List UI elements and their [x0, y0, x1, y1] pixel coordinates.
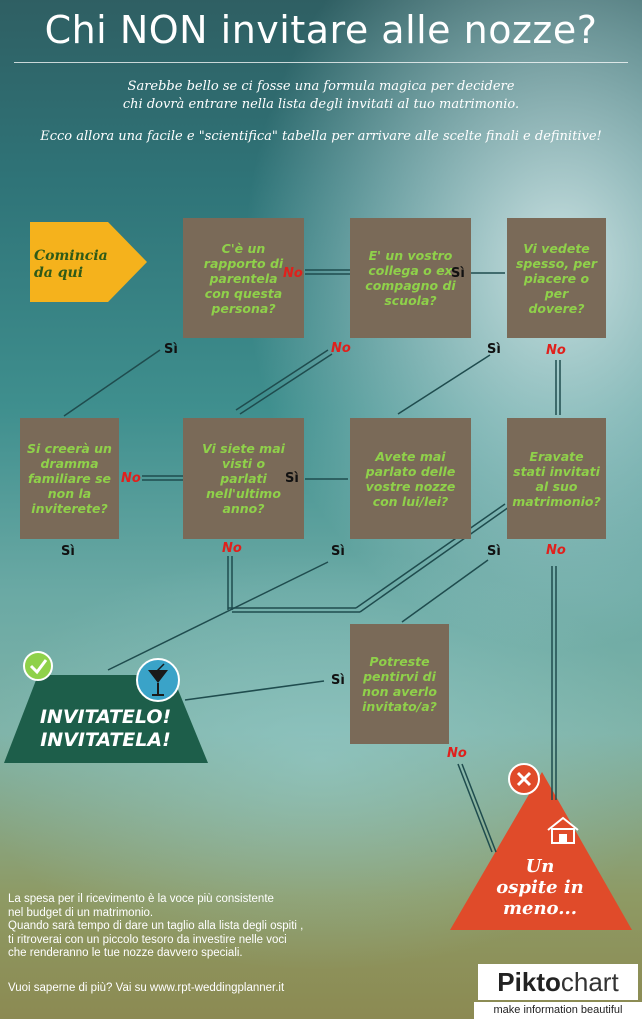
intro-line-1: Sarebbe bello se ci fosse una formula ma…	[127, 79, 515, 94]
footer-link[interactable]: Vuoi saperne di più? Vai su www.rpt-wedd…	[8, 982, 285, 994]
label-no: No	[546, 343, 566, 358]
label-yes: Sì	[487, 544, 501, 559]
label-yes: Sì	[487, 342, 501, 357]
label-no: No	[283, 266, 303, 281]
logo-part-2: chart	[560, 966, 619, 997]
label-no: No	[121, 471, 141, 486]
page-title: Chi NON invitare alle nozze?	[44, 8, 598, 52]
minus-outcome: Un ospite in meno...	[496, 856, 584, 919]
question-vedete: Vi vedete spesso, per piacere o per dove…	[507, 218, 606, 338]
label-no: No	[546, 543, 566, 558]
brand-tagline: make information beautiful	[474, 1002, 642, 1019]
logo-part-1: Pikto	[497, 966, 561, 997]
question-collega: E' un vostro collega o ex compagno di sc…	[350, 218, 471, 338]
start-label: Comincia da qui	[34, 248, 108, 281]
label-no: No	[447, 746, 467, 761]
house-icon	[547, 816, 579, 844]
minus-shape	[450, 772, 632, 930]
label-yes: Sì	[451, 266, 465, 281]
label-yes: Sì	[285, 471, 299, 486]
footer-text: La spesa per il ricevimento è la voce pi…	[8, 893, 304, 959]
question-pentirvi: Potreste pentirvi di non averlo invitato…	[350, 624, 449, 744]
question-invitati: Eravate stati invitati al suo matrimonio…	[507, 418, 606, 539]
label-no: No	[222, 541, 242, 556]
label-yes: Sì	[61, 544, 75, 559]
label-yes: Sì	[164, 342, 178, 357]
question-parlato: Avete mai parlato delle vostre nozze con…	[350, 418, 471, 539]
question-visti: Vi siete mai visti o parlati nell'ultimo…	[183, 418, 304, 539]
question-dramma: Si creerà un dramma familiare se non la …	[20, 418, 119, 539]
close-icon	[508, 763, 540, 795]
check-icon	[23, 651, 53, 681]
cocktail-icon	[136, 658, 180, 702]
invite-outcome: INVITATELO! INVITATELA!	[39, 706, 172, 751]
start-arrow-shape	[30, 222, 147, 302]
title-divider	[14, 62, 628, 63]
intro-line-2: chi dovrà entrare nella lista degli invi…	[122, 97, 520, 112]
question-parentela: C'è un rapporto di parentela con questa …	[183, 218, 304, 338]
intro-line-3: Ecco allora una facile e "scientifica" t…	[40, 129, 602, 144]
label-no: No	[331, 341, 351, 356]
label-yes: Sì	[331, 673, 345, 688]
label-yes: Sì	[331, 544, 345, 559]
